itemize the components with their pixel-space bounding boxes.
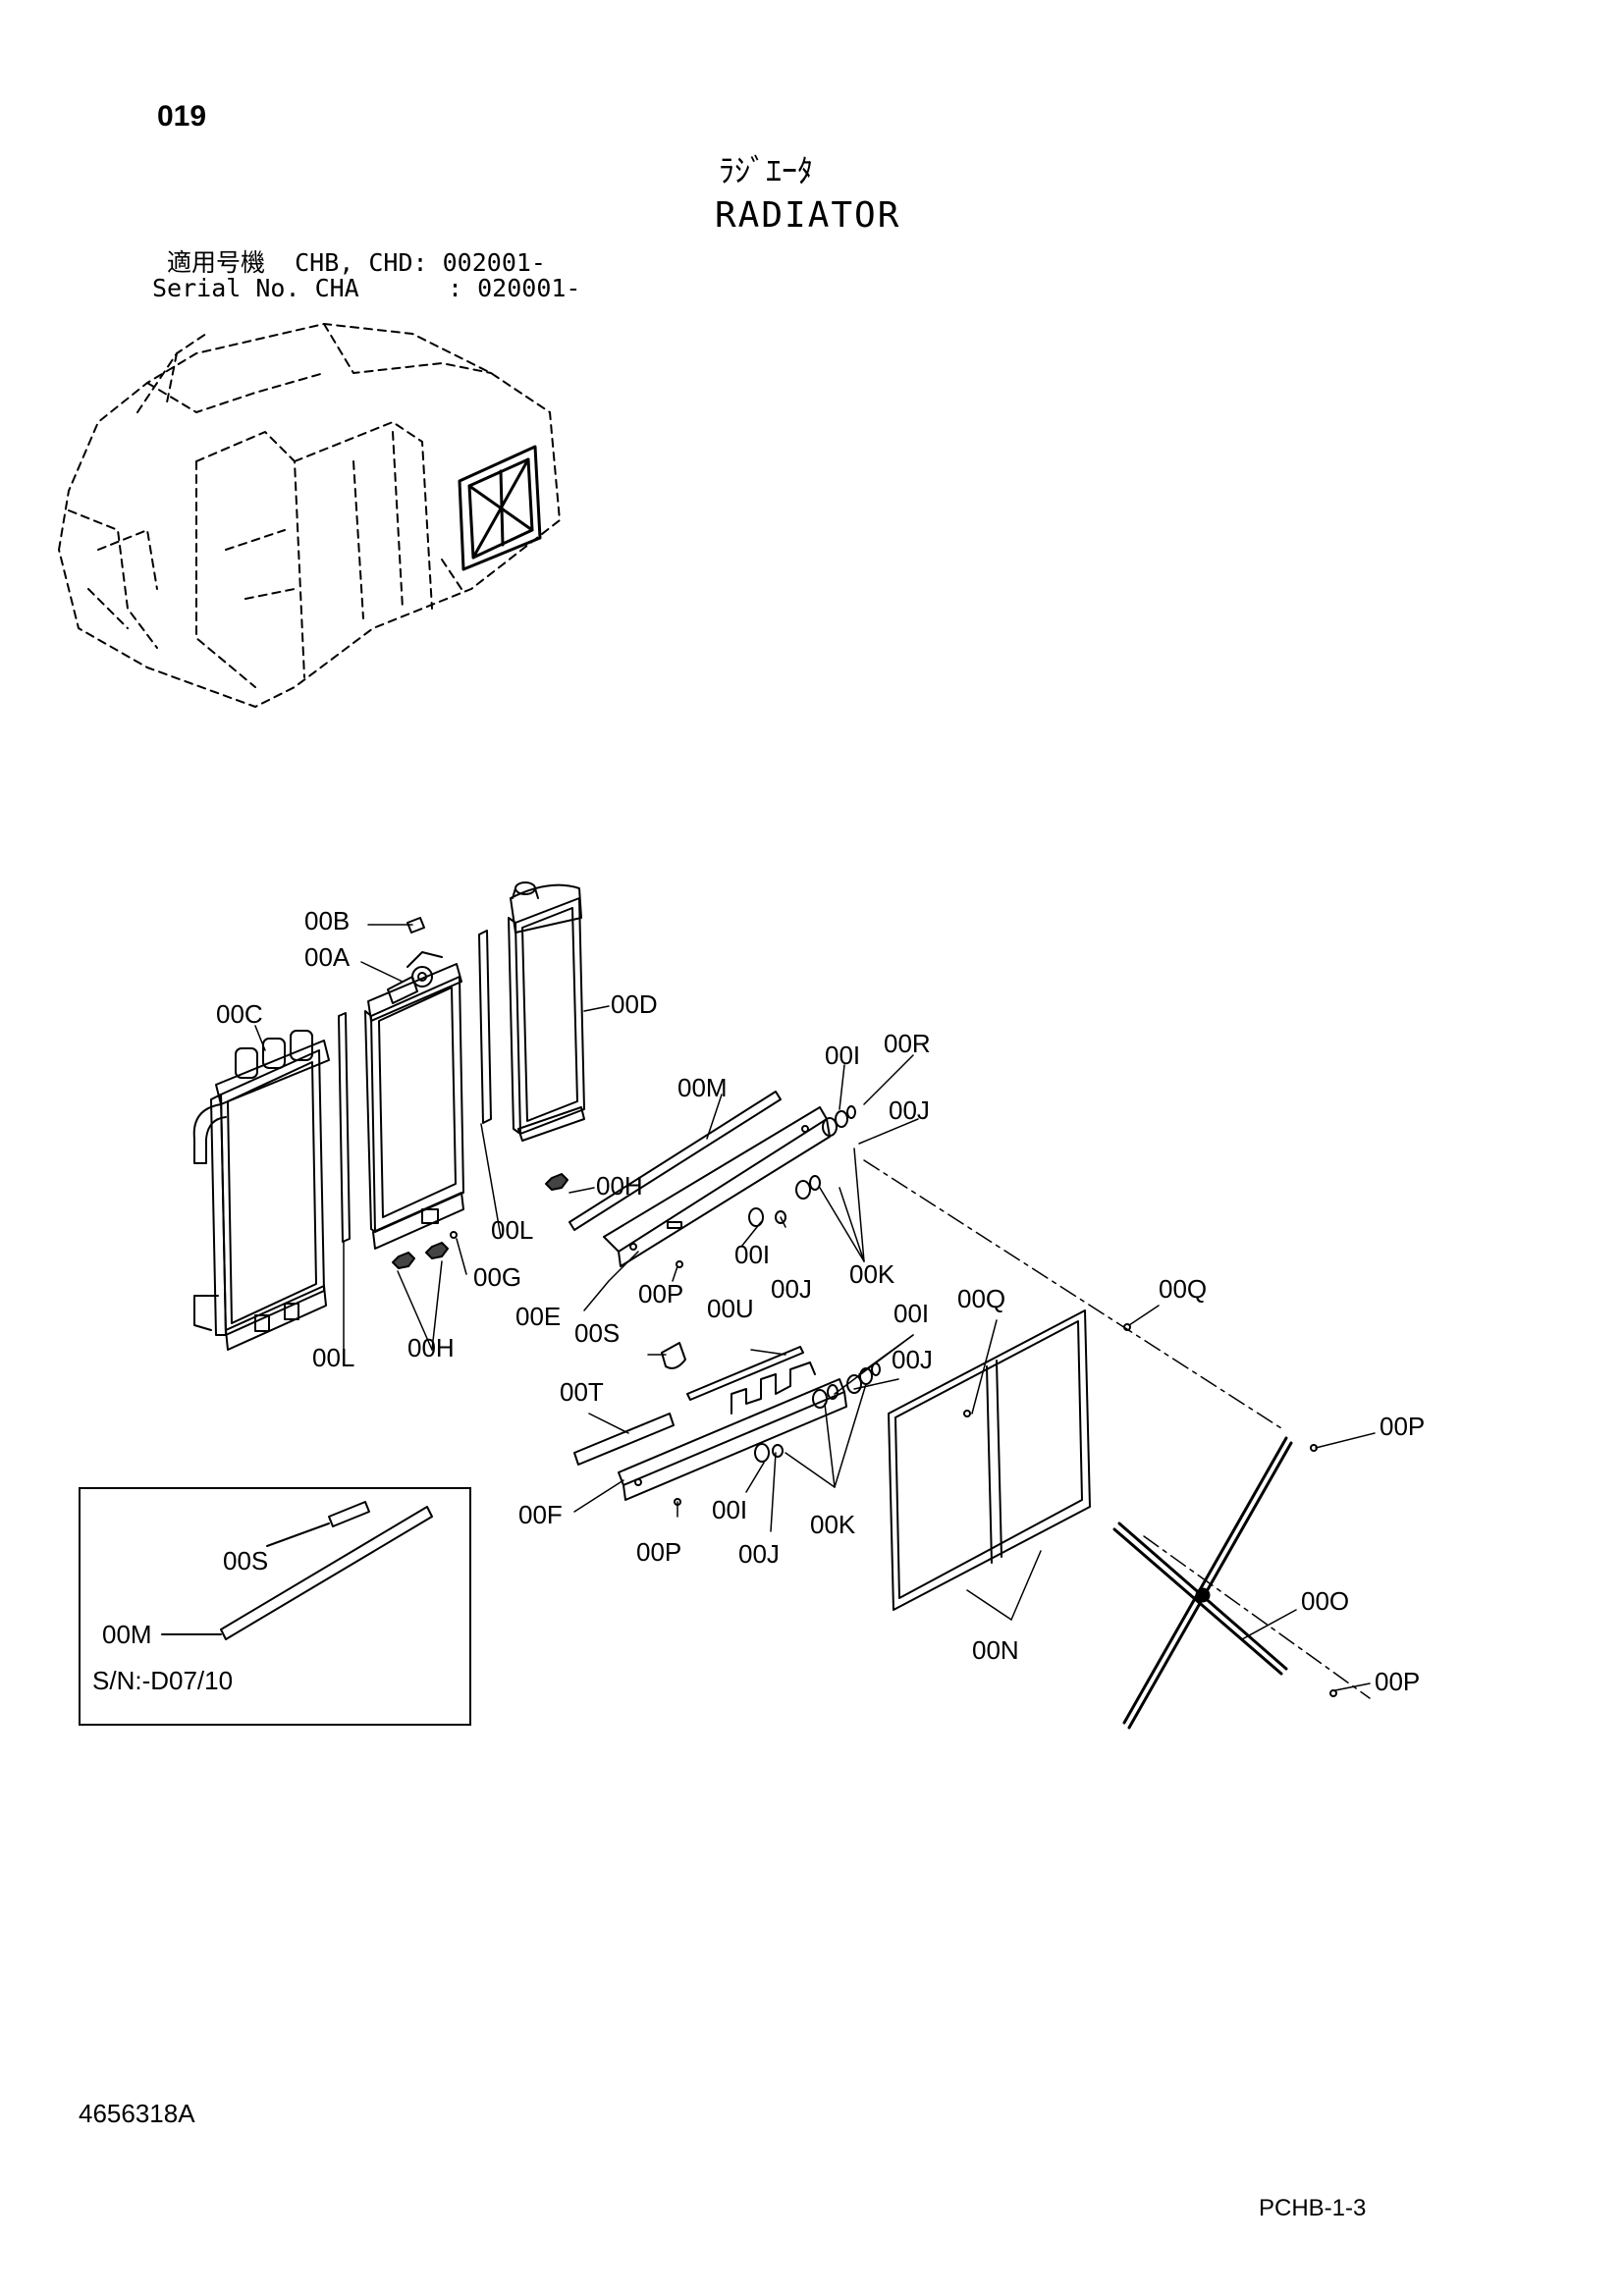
leader-dashdot xyxy=(863,1159,1371,1699)
callout-00F: 00F xyxy=(518,1500,563,1529)
part-00B-cap xyxy=(406,917,425,934)
part-00O-cross-brace xyxy=(1112,1436,1293,1730)
part-00N-screen xyxy=(888,1309,1091,1611)
part-hardware-lower xyxy=(674,1362,881,1506)
callout-leaders xyxy=(254,924,1376,1691)
page-code: PCHB-1-3 xyxy=(1259,2195,1367,2221)
callout-00J-mid: 00J xyxy=(771,1274,812,1304)
part-00G-bolt xyxy=(450,1231,458,1239)
callout-00C: 00C xyxy=(216,999,263,1029)
callout-00G: 00G xyxy=(473,1262,522,1292)
part-00C-cooler xyxy=(192,1030,330,1351)
part-00S-clip xyxy=(661,1342,686,1369)
callout-00P-far: 00P xyxy=(1375,1667,1421,1696)
inset-serial-note: S/N:-D07/10 xyxy=(92,1666,234,1695)
callout-00P-bot: 00P xyxy=(636,1537,682,1567)
callout-00H-mid: 00H xyxy=(596,1171,643,1201)
inset-callout-00S: 00S xyxy=(223,1546,269,1575)
part-00H-nuts xyxy=(392,1173,568,1269)
callout-00T: 00T xyxy=(560,1377,604,1407)
serial-applicability-line-2: Serial No. CHA : 020001- xyxy=(152,274,581,302)
callout-00B: 00B xyxy=(304,906,351,935)
callout-00U: 00U xyxy=(707,1294,754,1323)
part-00L-seal-mid xyxy=(478,930,492,1124)
callout-00I-mid: 00I xyxy=(734,1240,771,1269)
callout-00K-bot: 00K xyxy=(810,1510,856,1539)
part-00M-strip xyxy=(568,1091,782,1231)
callout-00J-top: 00J xyxy=(889,1095,930,1125)
inset-callout-00M: 00M xyxy=(102,1620,152,1649)
serial-applicability-line-1: 適用号機 CHB, CHD: 002001- xyxy=(167,248,546,277)
document-id: 4656318A xyxy=(79,2099,195,2128)
callout-00L-low: 00L xyxy=(312,1343,355,1372)
callout-00L-mid: 00L xyxy=(491,1215,534,1245)
page-title: RADIATOR xyxy=(715,195,901,236)
callout-00J-low: 00J xyxy=(892,1345,933,1374)
callout-00E: 00E xyxy=(515,1302,562,1331)
callout-00O: 00O xyxy=(1301,1586,1350,1616)
callout-00P-mid: 00P xyxy=(638,1279,684,1308)
title-japanese: ﾗｼﾞｴｰﾀ xyxy=(719,152,814,189)
inset-frame: 00S 00M S/N:-D07/10 xyxy=(79,1487,471,1726)
part-00U-strip xyxy=(686,1346,804,1401)
part-00T-strip xyxy=(573,1413,675,1466)
part-00A-radiator xyxy=(364,951,464,1250)
inset-drawing xyxy=(161,1501,433,1640)
machine-overview-sketch xyxy=(58,323,561,708)
callout-00I-top: 00I xyxy=(825,1041,861,1070)
callout-00I-low: 00I xyxy=(893,1299,930,1328)
callout-00K-top: 00K xyxy=(849,1259,895,1289)
callout-00A: 00A xyxy=(304,942,351,972)
callout-00M: 00M xyxy=(677,1073,728,1102)
callout-00R: 00R xyxy=(884,1029,931,1058)
callout-00S: 00S xyxy=(574,1318,621,1348)
callout-00N: 00N xyxy=(972,1635,1019,1665)
callout-00Q-1: 00Q xyxy=(957,1284,1006,1313)
callout-00Q-2: 00Q xyxy=(1159,1274,1208,1304)
part-hardware-upper xyxy=(676,1105,856,1268)
part-00D-intercooler xyxy=(508,881,585,1142)
callout-00J-bot: 00J xyxy=(738,1539,780,1569)
radiator-location-highlight xyxy=(458,445,542,571)
part-00L-seal-left xyxy=(338,1012,351,1243)
callout-00P-right: 00P xyxy=(1380,1412,1426,1441)
page-number: 019 xyxy=(157,100,207,133)
callout-00H-low: 00H xyxy=(407,1333,455,1362)
callout-00I-bot: 00I xyxy=(712,1495,748,1524)
callout-00D: 00D xyxy=(611,989,658,1019)
part-bolts-pq xyxy=(963,1323,1337,1697)
